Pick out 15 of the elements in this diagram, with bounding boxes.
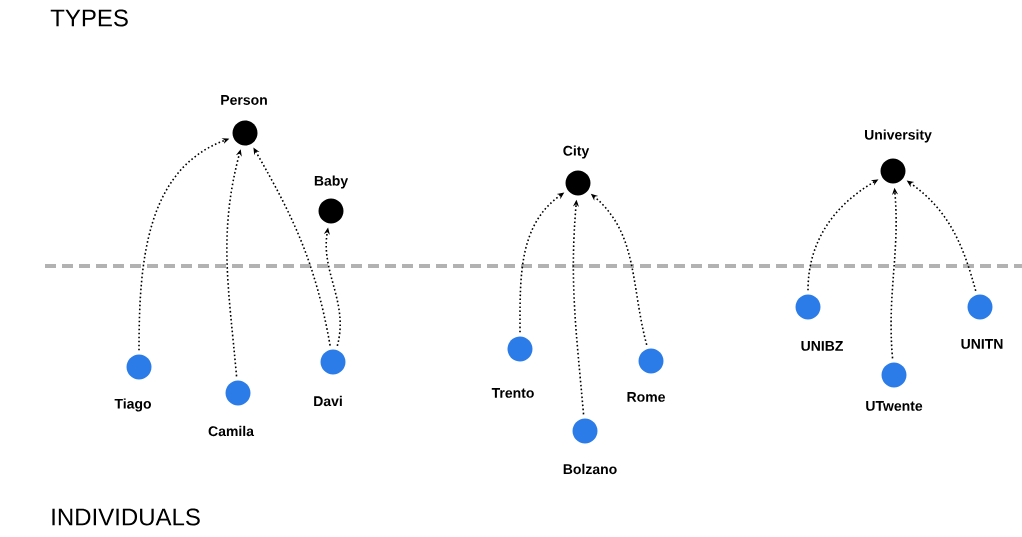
node-label: UNIBZ <box>801 341 843 351</box>
node-label: Rome <box>627 392 665 402</box>
node-label: Tiago <box>114 398 151 412</box>
node-label: University <box>865 129 932 143</box>
section-heading: INDIVIDUALS <box>52 508 200 526</box>
node-label: Person <box>221 95 267 105</box>
node-label: Davi <box>314 395 342 407</box>
node-label: Camila <box>208 425 255 437</box>
node-label: UNITN <box>961 339 1003 349</box>
node-label: City <box>563 145 590 159</box>
node-label: Bolzano <box>563 463 617 475</box>
section-heading: TYPES <box>50 9 128 27</box>
node-label: Baby <box>314 175 349 189</box>
node-label: Trento <box>491 388 534 398</box>
node-label: UTwente <box>866 401 923 411</box>
